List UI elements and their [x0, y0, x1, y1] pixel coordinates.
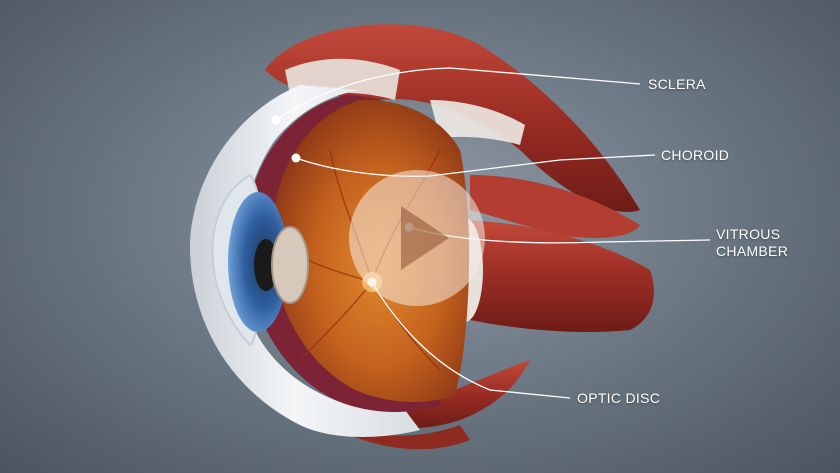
- choroid-label: CHOROID: [661, 147, 730, 163]
- lens: [271, 226, 309, 304]
- vitreous-label-line2: CHAMBER: [716, 243, 789, 259]
- inferior-muscle-lower: [320, 418, 470, 450]
- superior-muscle-tendon-right: [430, 100, 525, 145]
- lateral-rectus-muscle: [453, 220, 654, 332]
- pupil: [254, 239, 278, 291]
- play-button[interactable]: [349, 170, 485, 306]
- vitreous-label-line1: VITROUS: [716, 226, 781, 242]
- choroid-dot: [291, 153, 301, 163]
- vitreous-chamber-label: VITROUS CHAMBER: [716, 226, 788, 260]
- oblique-muscle: [470, 175, 640, 238]
- sclera-dot: [271, 115, 281, 125]
- play-icon: [401, 206, 449, 270]
- optic-disc-label: OPTIC DISC: [577, 390, 661, 406]
- sclera-shell: [189, 85, 420, 437]
- sclera-label: SCLERA: [648, 76, 706, 92]
